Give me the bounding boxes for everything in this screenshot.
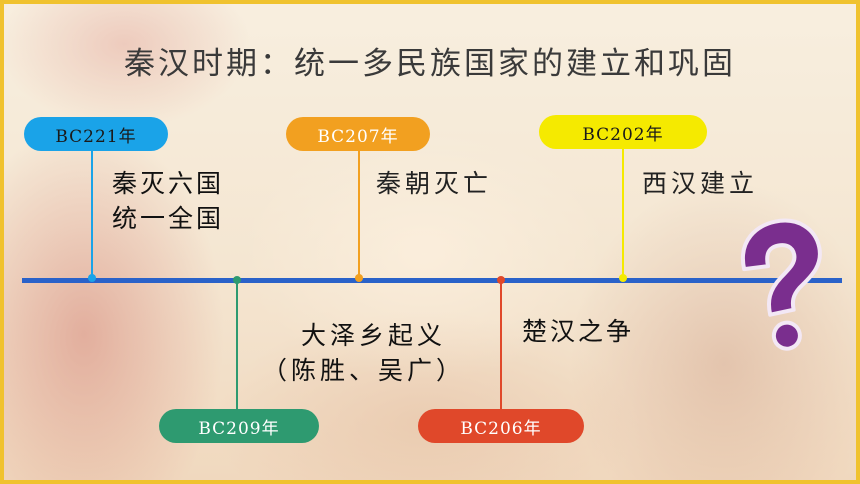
event-line: 西汉建立 [642, 169, 759, 198]
event-line: 秦朝灭亡 [376, 169, 493, 198]
event-line: （陈胜、吴广） [262, 356, 466, 385]
event-bc221: 秦灭六国 统一全国 [112, 166, 224, 236]
date-badge-bc207: BC207年 [286, 117, 430, 151]
marker-bc207 [355, 274, 363, 282]
date-badge-bc209: BC209年 [159, 409, 319, 443]
marker-bc206 [497, 276, 505, 284]
timeline-axis [22, 278, 842, 283]
date-badge-bc221: BC221年 [24, 117, 168, 151]
event-line: 大泽乡起义 [301, 321, 447, 350]
event-bc202: 西汉建立 [642, 166, 758, 201]
slide-title: 秦汉时期：统一多民族国家的建立和巩固 [124, 46, 736, 82]
marker-bc209 [233, 276, 241, 284]
event-bc207: 秦朝灭亡 [376, 166, 492, 201]
background-artwork [4, 4, 856, 480]
marker-bc202 [619, 274, 627, 282]
event-bc206: 楚汉之争 [522, 314, 634, 349]
date-badge-bc206: BC206年 [418, 409, 584, 443]
event-bc209: 大泽乡起义 （陈胜、吴广） [262, 318, 465, 388]
event-line: 楚汉之争 [522, 317, 635, 346]
stem-bc221 [91, 140, 93, 278]
stem-bc207 [358, 148, 360, 278]
event-line: 统一全国 [112, 204, 225, 233]
date-badge-bc202: BC202年 [539, 115, 707, 149]
stem-bc206 [500, 283, 502, 413]
event-line: 秦灭六国 [112, 169, 225, 198]
stem-bc209 [236, 283, 238, 413]
stem-bc202 [622, 148, 624, 278]
question-mark-icon [740, 218, 822, 351]
marker-bc221 [88, 274, 96, 282]
